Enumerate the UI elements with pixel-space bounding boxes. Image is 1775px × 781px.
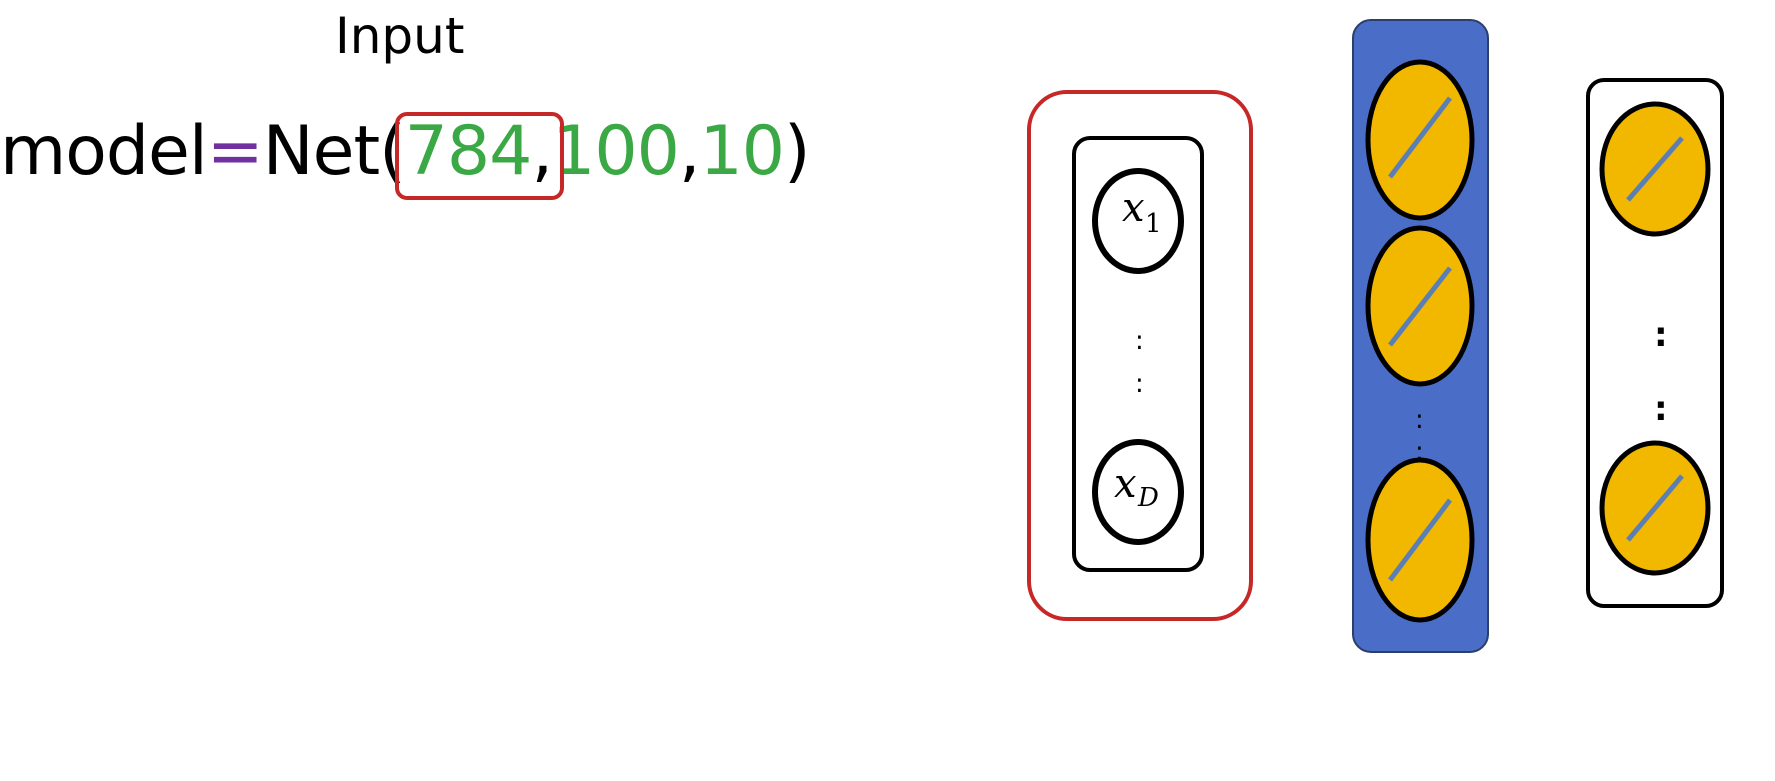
code-constructor: Net bbox=[262, 112, 380, 191]
code-model-name: model bbox=[0, 112, 208, 191]
input-node-circle bbox=[1092, 439, 1184, 545]
input-node-sub: 1 bbox=[1145, 209, 1162, 239]
hidden-neuron-1 bbox=[1365, 59, 1475, 221]
input-ellipsis-1: : bbox=[1135, 326, 1144, 356]
input-layer: x 1 : : x D bbox=[1027, 90, 1253, 621]
output-neuron-1 bbox=[1599, 101, 1711, 237]
code-open-paren: ( bbox=[379, 112, 406, 191]
output-ellipsis-2: : bbox=[1654, 389, 1668, 429]
linear-activation-icon bbox=[1626, 136, 1684, 202]
output-neuron-2 bbox=[1599, 440, 1711, 576]
input-node-var: x bbox=[1114, 461, 1137, 507]
code-line: model=Net(784,100,10) bbox=[0, 112, 811, 200]
input-layer-highlight-box bbox=[1027, 90, 1253, 621]
code-close-paren: ) bbox=[784, 112, 811, 191]
code-arg-hidden: 100 bbox=[552, 112, 680, 191]
input-node-last: x D bbox=[1092, 439, 1184, 545]
code-arg-input-highlighted: 784, bbox=[394, 112, 565, 200]
hidden-ellipsis-1: : bbox=[1415, 405, 1424, 435]
input-ellipsis-2: : bbox=[1135, 369, 1144, 399]
hidden-neuron-3 bbox=[1365, 457, 1475, 623]
input-label: Input bbox=[335, 7, 465, 65]
hidden-ellipsis-2: : bbox=[1415, 437, 1424, 467]
linear-activation-icon bbox=[1388, 96, 1452, 179]
input-node-first: x 1 bbox=[1092, 168, 1184, 274]
code-comma-2: , bbox=[678, 112, 701, 191]
input-node-sub: D bbox=[1137, 483, 1159, 513]
code-operator: = bbox=[206, 112, 264, 191]
hidden-neuron-2 bbox=[1365, 225, 1475, 387]
output-ellipsis-1: : bbox=[1654, 315, 1668, 355]
hidden-layer: : : bbox=[1352, 19, 1489, 653]
linear-activation-icon bbox=[1626, 474, 1684, 542]
linear-activation-icon bbox=[1388, 266, 1452, 347]
output-layer: : : bbox=[1586, 78, 1724, 608]
code-arg-output: 10 bbox=[699, 112, 785, 191]
linear-activation-icon bbox=[1388, 498, 1452, 582]
input-node-var: x bbox=[1122, 185, 1145, 231]
input-node-circle bbox=[1092, 168, 1184, 274]
